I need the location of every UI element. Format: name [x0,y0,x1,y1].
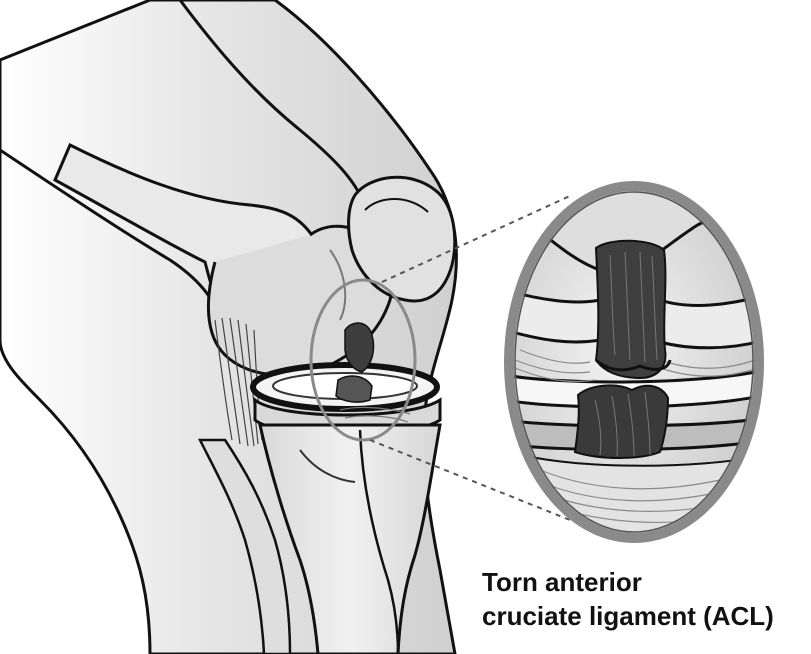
lens-tibia [505,450,765,560]
lens-acl-lower [575,385,668,458]
caption-label: Torn anterior cruciate ligament (ACL) [482,565,807,633]
caption-line-2: cruciate ligament (ACL) [482,599,807,633]
acl-small-lower [336,376,372,402]
magnified-view [500,180,765,560]
caption-line-1: Torn anterior [482,565,807,599]
